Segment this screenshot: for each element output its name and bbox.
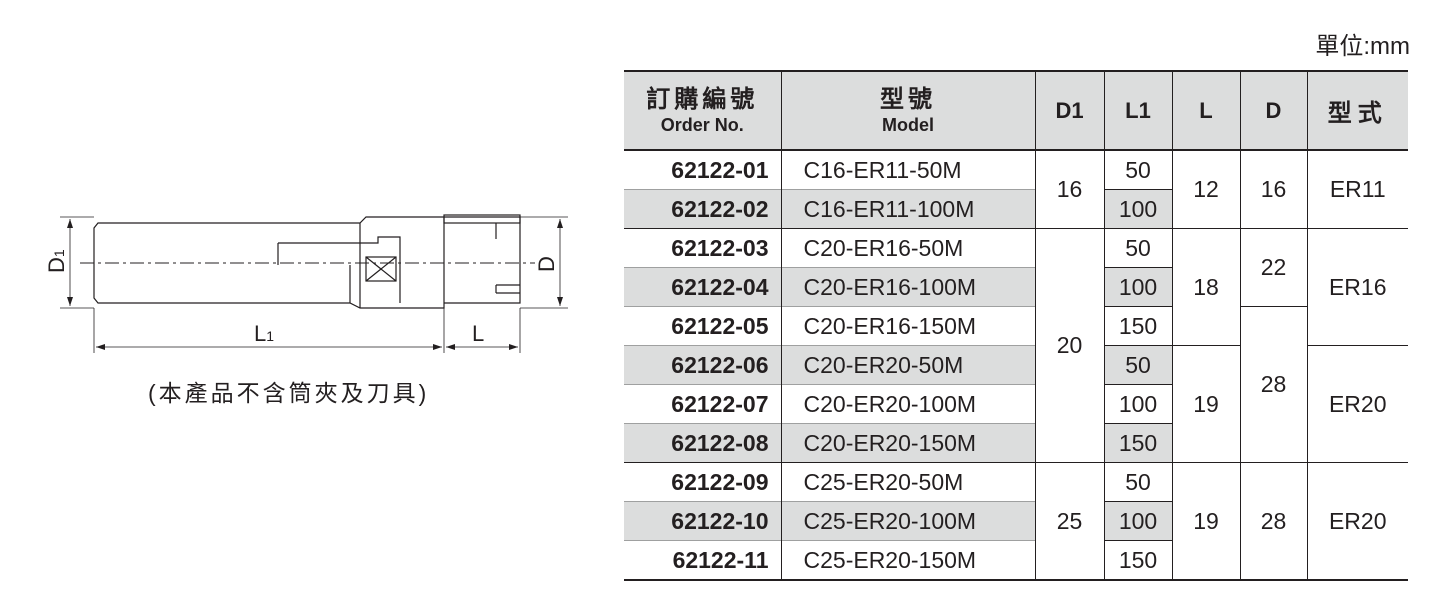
- table-row: 62122-05 C20-ER16-150M 150 28: [624, 306, 1408, 463]
- type-cell: ER20: [1306, 462, 1408, 580]
- l-cell: 12: [1171, 150, 1240, 229]
- table-row: 62122-10 C25-ER20-100M 100: [624, 501, 1408, 541]
- model-cell: C20-ER20-100M: [780, 384, 1035, 424]
- order-no-cell: 62122-02: [624, 189, 781, 229]
- col-l: L: [1171, 71, 1240, 151]
- d-cell: 16: [1239, 150, 1307, 229]
- d1-cell: 20: [1034, 228, 1104, 463]
- order-no-cell: 62122-09: [624, 462, 781, 502]
- table-row: 62122-03 C20-ER16-50M 20 50 18 22 ER16: [624, 228, 1408, 463]
- shank-outline: [93, 216, 445, 309]
- model-cell: C25-ER20-150M: [780, 540, 1035, 580]
- d-cell: 28: [1239, 306, 1307, 463]
- order-no-cell: 62122-11: [624, 540, 781, 580]
- product-drawing: D1 D L1 L: [44, 214, 568, 353]
- d-cell: 22: [1239, 228, 1307, 307]
- l-cell: 19: [1171, 462, 1240, 580]
- table-row: 62122-04 C20-ER16-100M 100: [624, 267, 1408, 307]
- col-type: 型式: [1306, 71, 1408, 151]
- model-cell: C25-ER20-100M: [780, 501, 1035, 541]
- l1-cell: 150: [1103, 540, 1172, 580]
- model-cell: C25-ER20-50M: [780, 462, 1035, 502]
- model-cell: C16-ER11-50M: [780, 149, 1035, 190]
- model-cell: C20-ER16-150M: [780, 306, 1035, 346]
- collet-nut: [444, 216, 521, 304]
- model-cell: C20-ER16-50M: [780, 228, 1035, 268]
- order-no-cell: 62122-04: [624, 267, 781, 307]
- l1-cell: 150: [1103, 423, 1172, 463]
- order-no-cell: 62122-07: [624, 384, 781, 424]
- table-row: 62122-09 C25-ER20-50M 25 50 19 28 ER20: [624, 462, 1408, 580]
- type-cell: ER11: [1306, 150, 1408, 229]
- model-cell: C16-ER11-100M: [780, 189, 1035, 229]
- model-cell: C20-ER20-150M: [780, 423, 1035, 463]
- l1-label: L1: [254, 321, 274, 346]
- order-no-cell: 62122-01: [624, 149, 781, 190]
- wrench-flat: [365, 256, 397, 282]
- product-note: (本產品不含筒夾及刀具): [148, 380, 430, 406]
- order-no-cell: 62122-03: [624, 228, 781, 268]
- l1-cell: 150: [1103, 306, 1172, 346]
- unit-label: 單位:mm: [1315, 33, 1410, 60]
- l1-cell: 100: [1103, 189, 1172, 229]
- l1-cell: 100: [1103, 267, 1172, 307]
- table-row: 62122-06 C20-ER20-50M 50 19 ER20: [624, 345, 1408, 463]
- l1-cell: 50: [1103, 345, 1172, 385]
- l1-cell: 50: [1103, 150, 1172, 190]
- model-cell: C20-ER20-50M: [780, 345, 1035, 385]
- flat-step: [278, 236, 401, 303]
- table-row: 62122-01 C16-ER11-50M 16 50 12 16 ER11: [624, 149, 1408, 229]
- col-l1: L1: [1103, 71, 1172, 151]
- order-no-cell: 62122-10: [624, 501, 781, 541]
- d1-label: D1: [44, 249, 69, 273]
- type-cell: ER16: [1306, 228, 1408, 346]
- order-no-cell: 62122-08: [624, 423, 781, 463]
- l-cell: 19: [1171, 345, 1240, 463]
- type-cell: ER20: [1306, 345, 1408, 463]
- d-label: D: [534, 256, 559, 272]
- table-row: 62122-08 C20-ER20-150M 150: [624, 423, 1408, 463]
- l1-cell: 50: [1103, 462, 1172, 502]
- l-label: L: [472, 321, 484, 346]
- d1-cell: 16: [1034, 150, 1104, 229]
- col-d1: D1: [1034, 71, 1104, 151]
- table-row: 62122-02 C16-ER11-100M 100: [624, 189, 1408, 229]
- table-row: 62122-11 C25-ER20-150M 150: [624, 540, 1408, 580]
- l1-cell: 100: [1103, 501, 1172, 541]
- d-cell: 28: [1239, 462, 1307, 580]
- col-d: D: [1239, 71, 1307, 151]
- l-cell: 18: [1171, 228, 1240, 346]
- l1-cell: 100: [1103, 384, 1172, 424]
- model-cell: C20-ER16-100M: [780, 267, 1035, 307]
- d1-cell: 25: [1034, 462, 1104, 580]
- order-no-cell: 62122-05: [624, 306, 781, 346]
- l1-cell: 50: [1103, 228, 1172, 268]
- table-row: 62122-07 C20-ER20-100M 100: [624, 384, 1408, 424]
- order-no-cell: 62122-06: [624, 345, 781, 385]
